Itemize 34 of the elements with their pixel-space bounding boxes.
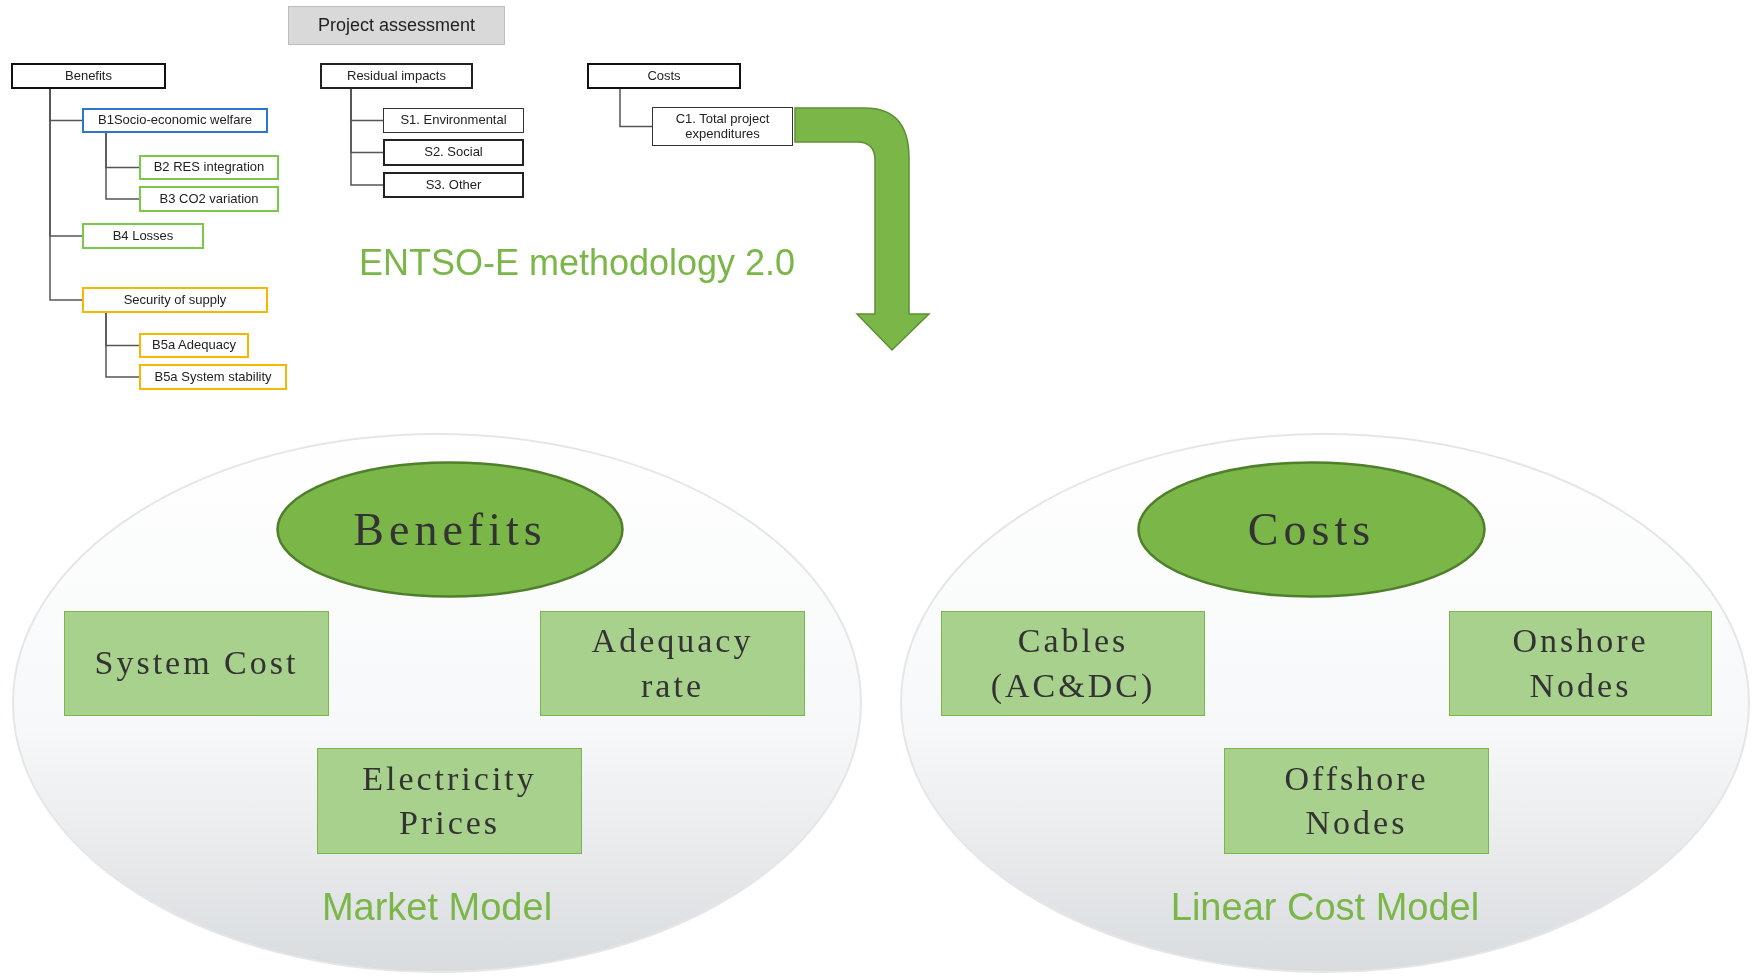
category-box: C1. Total project expenditures bbox=[652, 107, 793, 146]
tree-connector bbox=[105, 312, 140, 378]
model-title: Linear Cost Model bbox=[1169, 886, 1481, 929]
category-box: S3. Other bbox=[383, 172, 524, 198]
category-box: B3 CO2 variation bbox=[139, 186, 279, 212]
category-oval: Benefits bbox=[276, 461, 624, 598]
category-box: B5a Adequacy bbox=[139, 333, 249, 358]
category-box: S2. Social bbox=[383, 139, 524, 166]
category-oval: Costs bbox=[1137, 461, 1486, 598]
category-box: S1. Environmental bbox=[383, 108, 524, 133]
header-box: Project assessment bbox=[288, 6, 505, 45]
tree-connector bbox=[49, 88, 83, 301]
factor-box: Offshore Nodes bbox=[1224, 748, 1489, 854]
category-box: Security of supply bbox=[82, 287, 268, 313]
factor-box: Cables (AC&DC) bbox=[941, 611, 1205, 716]
category-box: Residual impacts bbox=[320, 63, 473, 89]
factor-box: Electricity Prices bbox=[317, 748, 582, 854]
factor-box: System Cost bbox=[64, 611, 329, 716]
factor-box: Adequacy rate bbox=[540, 611, 805, 716]
category-box: B4 Losses bbox=[82, 223, 204, 249]
model-ellipse bbox=[11, 432, 863, 974]
bent-arrow bbox=[794, 107, 930, 351]
tree-connector bbox=[350, 88, 384, 186]
tree-connector bbox=[105, 132, 140, 200]
model-title: Market Model bbox=[320, 886, 554, 929]
factor-box: Onshore Nodes bbox=[1449, 611, 1712, 716]
category-box: Costs bbox=[587, 63, 741, 89]
category-box: B5a System stability bbox=[139, 364, 287, 390]
category-box: Benefits bbox=[11, 63, 166, 89]
tree-connector bbox=[619, 88, 653, 128]
category-box: B2 RES integration bbox=[139, 155, 279, 180]
category-box: B1Socio-economic welfare bbox=[82, 108, 268, 133]
model-ellipse bbox=[899, 432, 1751, 974]
method-title: ENTSO-E methodology 2.0 bbox=[358, 242, 796, 284]
